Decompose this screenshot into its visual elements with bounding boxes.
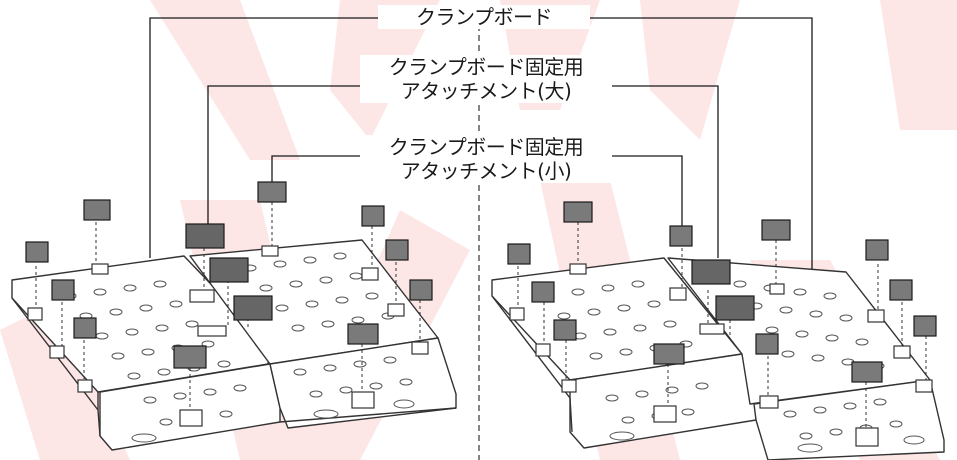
label-attachment-large-line2: アタッチメント(大) [400, 79, 572, 103]
label-attachment-large-line1: クランプボード固定用 [388, 55, 584, 79]
leader-small-left [271, 155, 360, 182]
left-clamps [27, 245, 429, 427]
label-attachment-small-line1: クランプボード固定用 [388, 135, 584, 159]
right-drop-lines [517, 222, 927, 428]
label-attachment-large: クランプボード固定用 アタッチメント(大) [360, 55, 612, 103]
leader-large-left [207, 85, 360, 224]
leader-board-left [149, 17, 378, 258]
leader-board-right [584, 17, 813, 280]
left-drop-lines [35, 202, 421, 410]
label-clamp-board: クランプボード [378, 5, 590, 29]
right-clamps [509, 263, 933, 447]
leader-lines [149, 17, 813, 280]
label-attachment-small-line2: アタッチメント(小) [400, 159, 572, 183]
label-attachment-small: クランプボード固定用 アタッチメント(小) [360, 135, 612, 183]
leader-large-right [600, 85, 719, 258]
left-attachments [25, 181, 433, 369]
left-holes [63, 252, 415, 443]
right-attachments [507, 201, 937, 383]
leader-small-right [600, 155, 683, 230]
